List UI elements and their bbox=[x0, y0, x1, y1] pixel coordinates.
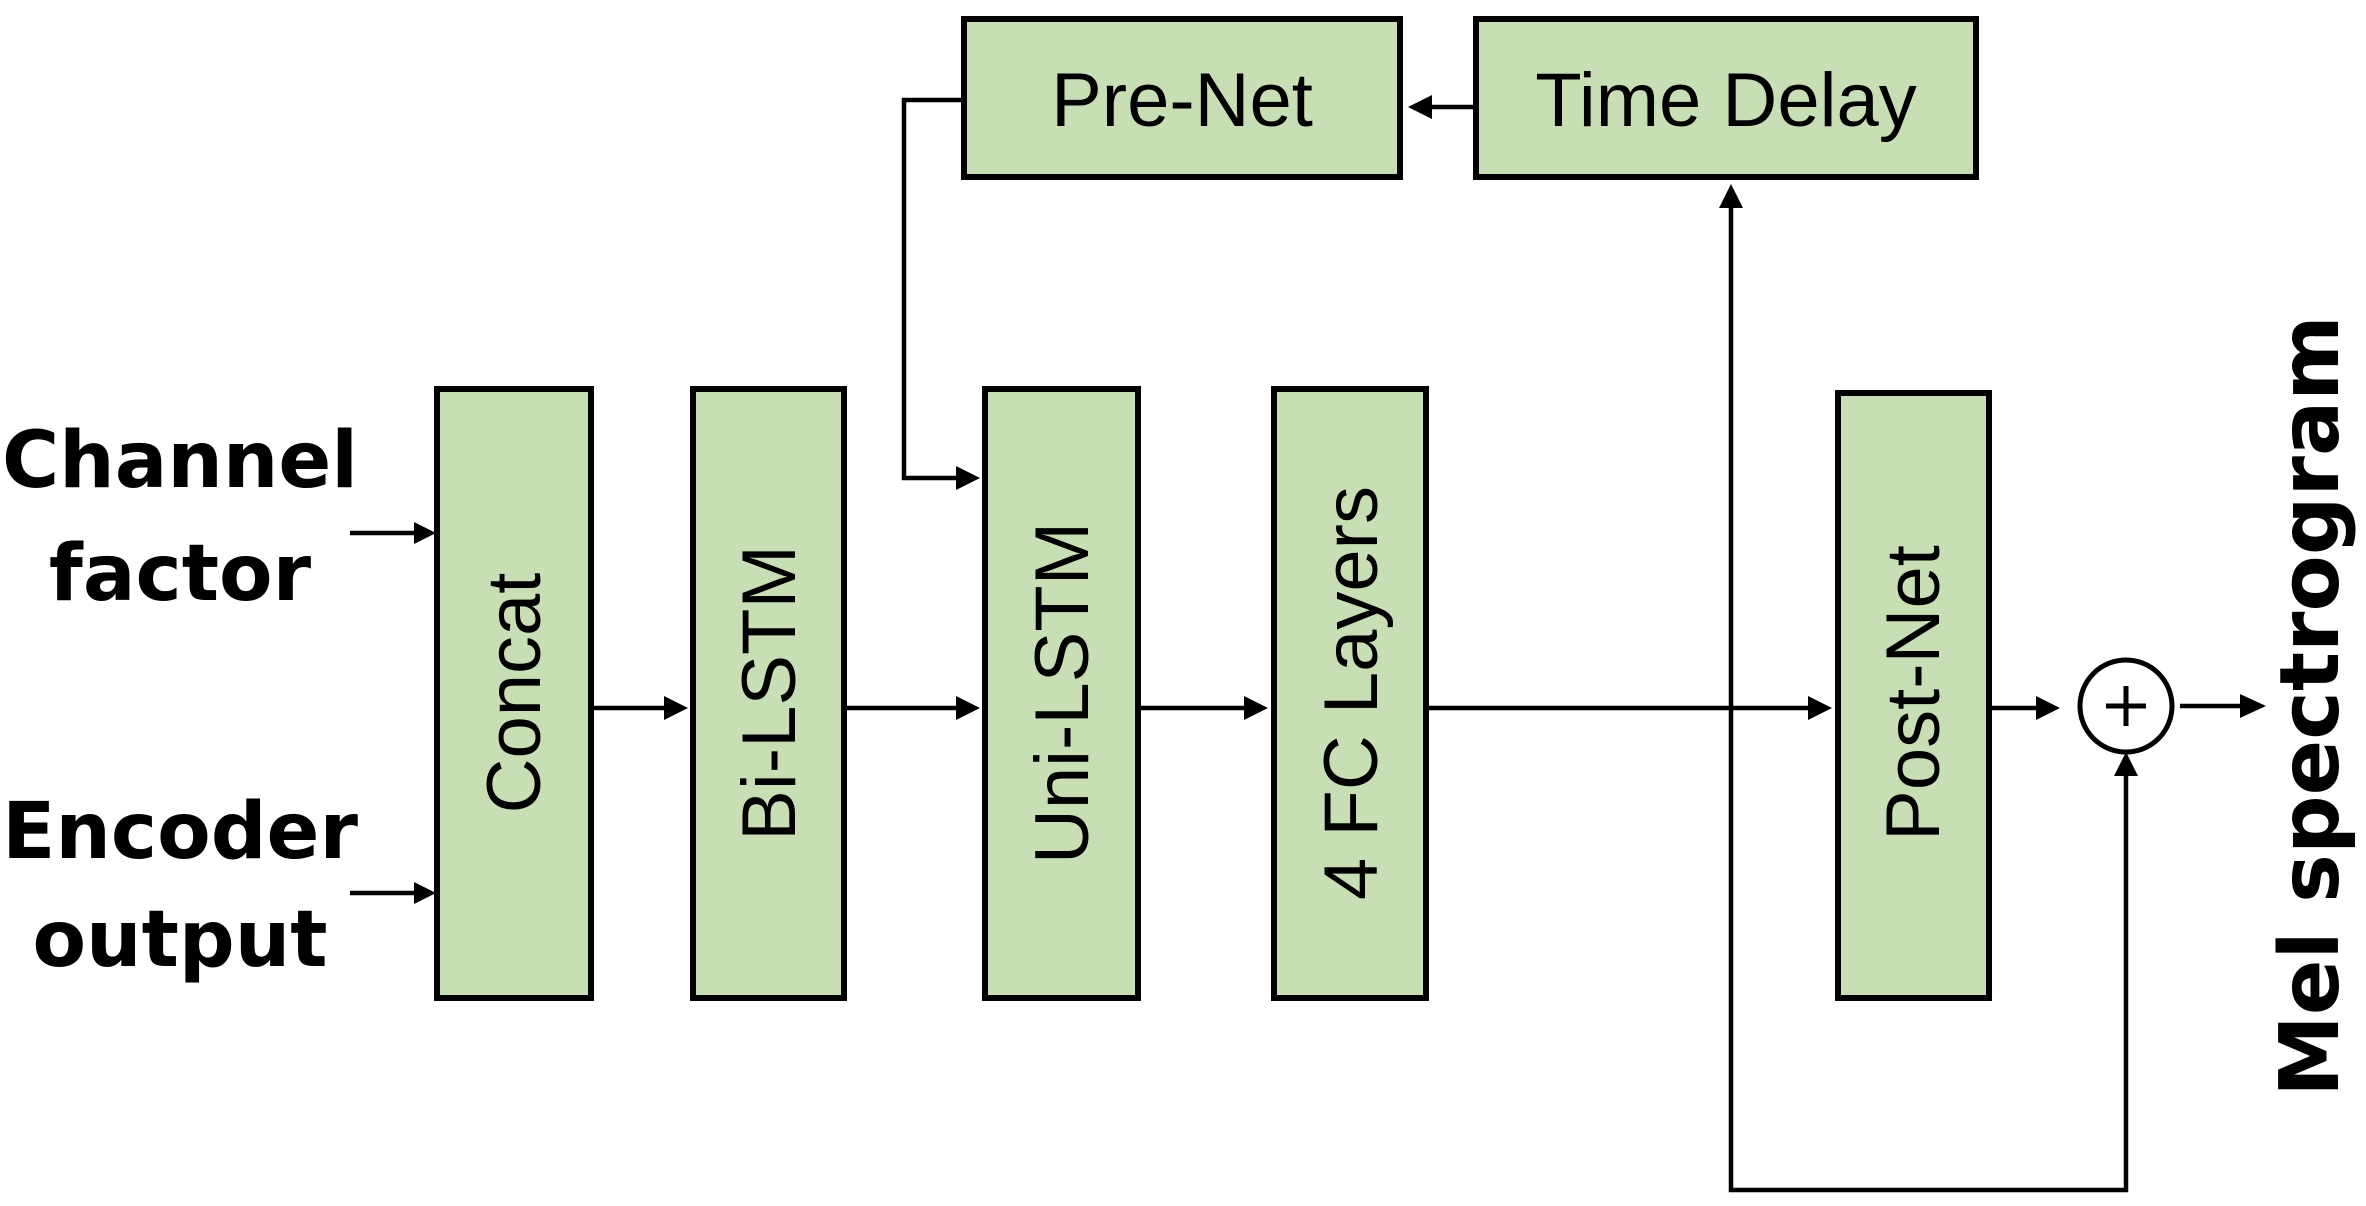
pre-net-block: Pre-Net bbox=[961, 16, 1403, 180]
uni-lstm-block: Uni-LSTM bbox=[982, 386, 1141, 1001]
pre-net-label: Pre-Net bbox=[1051, 58, 1313, 143]
main-flow-arrows bbox=[591, 694, 2266, 720]
circled-plus-icon bbox=[2106, 686, 2146, 726]
concat-label: Concat bbox=[472, 573, 557, 814]
encoder-output-label-line2: output bbox=[32, 895, 327, 985]
encoder-output-arrowhead bbox=[414, 882, 436, 904]
concat-block: Concat bbox=[434, 386, 594, 1001]
uni-lstm-label: Uni-LSTM bbox=[1020, 522, 1105, 864]
post-net-label: Post-Net bbox=[1871, 545, 1956, 841]
time-delay-block: Time Delay bbox=[1473, 16, 1979, 180]
feedback-arrows bbox=[901, 95, 2138, 1193]
post-net-block: Post-Net bbox=[1835, 390, 1992, 1001]
mel-spectrogram-label: Mel spectrogram bbox=[2263, 315, 2358, 1096]
fc-layers-label: 4 FC Layers bbox=[1309, 486, 1394, 900]
bi-lstm-label: Bi-LSTM bbox=[727, 545, 812, 841]
prenet-to-unilstm-arrow bbox=[901, 97, 968, 481]
channel-factor-label-line2: factor bbox=[49, 529, 312, 619]
residual-skip-arrow bbox=[1728, 708, 2129, 1193]
input-arrows bbox=[350, 522, 436, 904]
bi-lstm-block: Bi-LSTM bbox=[690, 386, 847, 1001]
sum-node bbox=[2077, 657, 2175, 755]
channel-factor-label-line1: Channel bbox=[2, 416, 358, 506]
channel-factor-arrowhead bbox=[414, 522, 436, 544]
encoder-output-label-line1: Encoder bbox=[2, 787, 358, 877]
fc-layers-block: 4 FC Layers bbox=[1271, 386, 1429, 1001]
time-delay-label: Time Delay bbox=[1535, 58, 1916, 143]
